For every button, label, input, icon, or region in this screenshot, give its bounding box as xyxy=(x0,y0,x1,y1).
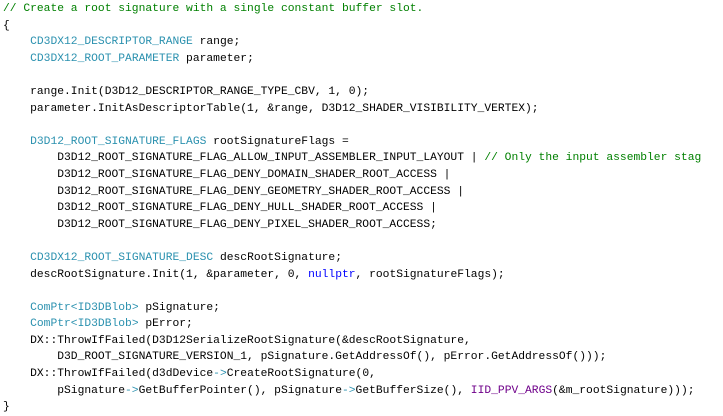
code-keyword: nullptr xyxy=(308,268,356,281)
code-operator: -> xyxy=(213,368,227,381)
code-text: DX::ThrowIfFailed(D3D12SerializeRootSign… xyxy=(3,334,471,347)
code-text: pSignature; xyxy=(138,301,220,314)
code-text xyxy=(3,36,30,48)
code-operator: -> xyxy=(341,384,356,397)
code-text: rootSignatureFlags = xyxy=(206,135,349,148)
code-text: pError; xyxy=(138,318,193,331)
code-line: D3D12_ROOT_SIGNATURE_FLAG_DENY_GEOMETRY_… xyxy=(3,184,723,201)
code-line xyxy=(3,283,723,300)
code-text: descRootSignature.Init(1, &parameter, 0, xyxy=(3,268,309,281)
code-text: D3D12_ROOT_SIGNATURE_FLAG_ALLOW_INPUT_AS… xyxy=(3,152,485,165)
code-line xyxy=(3,233,723,250)
code-type-name: CD3DX12_ROOT_SIGNATURE_DESC xyxy=(30,251,214,264)
code-line: parameter.InitAsDescriptorTable(1, &rang… xyxy=(3,101,723,118)
code-line: { xyxy=(3,18,723,35)
code-text: D3D_ROOT_SIGNATURE_VERSION_1, pSignature… xyxy=(3,351,607,364)
code-text xyxy=(3,136,30,148)
code-type-name: CD3DX12_ROOT_PARAMETER xyxy=(30,52,180,65)
code-line: // Create a root signature with a single… xyxy=(3,1,723,18)
code-type-name: CD3DX12_DESCRIPTOR_RANGE xyxy=(30,36,193,49)
code-line: ComPtr<ID3DBlob> pSignature; xyxy=(3,300,723,317)
code-line xyxy=(3,117,723,134)
code-line: D3D12_ROOT_SIGNATURE_FLAG_DENY_HULL_SHAD… xyxy=(3,200,723,217)
code-line: D3D12_ROOT_SIGNATURE_FLAG_ALLOW_INPUT_AS… xyxy=(3,150,723,167)
code-text: DX::ThrowIfFailed(d3dDevice xyxy=(3,368,214,381)
code-text: , rootSignatureFlags); xyxy=(355,268,505,281)
code-text: descRootSignature; xyxy=(213,251,342,264)
code-text: GetBufferSize(), xyxy=(355,384,471,397)
code-text: D3D12_ROOT_SIGNATURE_FLAG_DENY_DOMAIN_SH… xyxy=(3,168,451,181)
code-line: DX::ThrowIfFailed(D3D12SerializeRootSign… xyxy=(3,333,723,350)
code-text xyxy=(3,318,30,330)
code-type-name: ComPtr<ID3DBlob> xyxy=(30,318,139,331)
code-line: pSignature->GetBufferPointer(), pSignatu… xyxy=(3,383,723,400)
code-comment: // Create a root signature with a single… xyxy=(3,3,424,15)
code-text: { xyxy=(3,19,10,32)
code-text xyxy=(3,252,30,264)
code-text: D3D12_ROOT_SIGNATURE_FLAG_DENY_HULL_SHAD… xyxy=(3,202,437,215)
code-line: D3D12_ROOT_SIGNATURE_FLAG_DENY_DOMAIN_SH… xyxy=(3,167,723,184)
code-line: } xyxy=(3,399,723,416)
code-text: range.Init(D3D12_DESCRIPTOR_RANGE_TYPE_C… xyxy=(3,85,370,98)
code-text: parameter.InitAsDescriptorTable(1, &rang… xyxy=(3,102,539,115)
code-line: CD3DX12_DESCRIPTOR_RANGE range; xyxy=(3,34,723,51)
code-line: ComPtr<ID3DBlob> pError; xyxy=(3,316,723,333)
code-line: CD3DX12_ROOT_PARAMETER parameter; xyxy=(3,51,723,68)
code-text: } xyxy=(3,401,10,414)
code-type-name: D3D12_ROOT_SIGNATURE_FLAGS xyxy=(30,135,207,148)
code-line xyxy=(3,67,723,84)
code-text: pSignature xyxy=(3,384,126,397)
code-comment: // Only the input assembler stag xyxy=(484,152,702,165)
code-line: D3D12_ROOT_SIGNATURE_FLAGS rootSignature… xyxy=(3,134,723,151)
code-text: CreateRootSignature(0, xyxy=(226,368,376,381)
code-listing: // Create a root signature with a single… xyxy=(3,1,723,416)
code-line: DX::ThrowIfFailed(d3dDevice->CreateRootS… xyxy=(3,366,723,383)
code-text: range; xyxy=(192,36,241,49)
code-line: CD3DX12_ROOT_SIGNATURE_DESC descRootSign… xyxy=(3,250,723,267)
code-line: D3D12_ROOT_SIGNATURE_FLAG_DENY_PIXEL_SHA… xyxy=(3,217,723,234)
code-text: GetBufferPointer(), pSignature xyxy=(138,384,342,397)
code-type-name: ComPtr<ID3DBlob> xyxy=(30,301,139,314)
code-text: parameter; xyxy=(179,52,254,65)
code-line: D3D_ROOT_SIGNATURE_VERSION_1, pSignature… xyxy=(3,349,723,366)
code-line: range.Init(D3D12_DESCRIPTOR_RANGE_TYPE_C… xyxy=(3,84,723,101)
code-text: D3D12_ROOT_SIGNATURE_FLAG_DENY_PIXEL_SHA… xyxy=(3,218,437,231)
code-text xyxy=(3,53,30,65)
code-text: D3D12_ROOT_SIGNATURE_FLAG_DENY_GEOMETRY_… xyxy=(3,185,464,198)
code-line: descRootSignature.Init(1, &parameter, 0,… xyxy=(3,267,723,284)
code-macro: IID_PPV_ARGS xyxy=(470,384,553,397)
code-text: (&m_rootSignature))); xyxy=(552,384,695,397)
code-operator: -> xyxy=(125,384,139,397)
code-text xyxy=(3,302,30,314)
